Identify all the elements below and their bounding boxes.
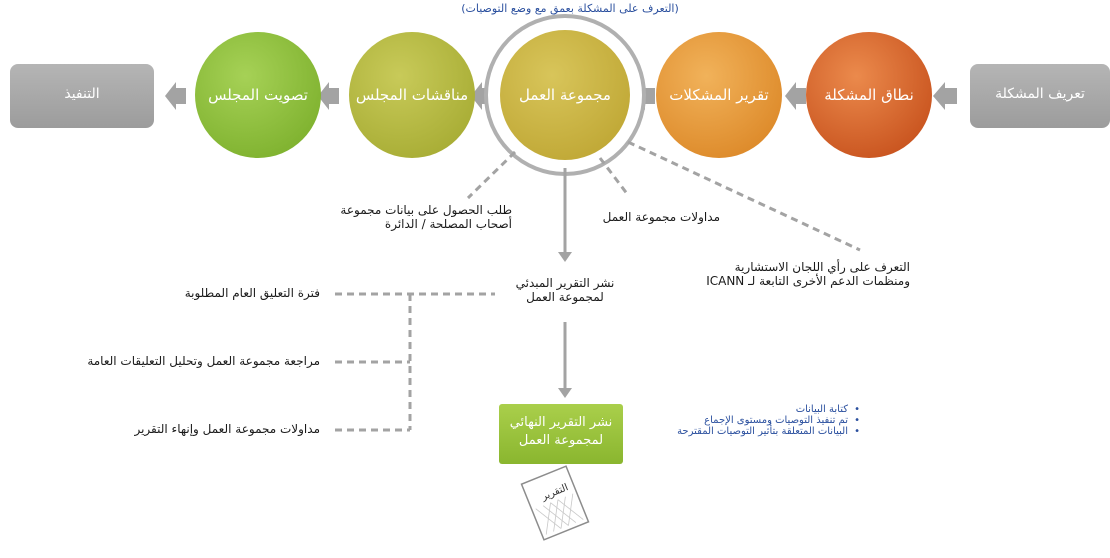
final-report-label: نشر التقرير النهائي لمجموعة العمل — [509, 415, 613, 448]
report-document-icon — [520, 465, 590, 541]
list-item: كتابة البيانات — [650, 404, 860, 415]
wg-review-step: مراجعة مجموعة العمل وتحليل التعليقات الع… — [87, 354, 320, 368]
implementation-box — [10, 64, 154, 128]
list-item: تم تنفيذ التوصيات ومستوى الإجماع — [650, 415, 860, 426]
final-report-box — [499, 404, 623, 464]
arrow-icon — [785, 82, 806, 110]
arrow-down-icon — [558, 252, 572, 262]
connector-wg-deliberations — [598, 157, 630, 196]
stage-issue-report-circle — [656, 32, 782, 158]
arrow-down-icon — [558, 388, 572, 398]
problem-definition-label: تعريف المشكلة — [995, 86, 1085, 102]
ac-so-input: التعرف على رأي اللجان الاستشارية ومنظمات… — [706, 260, 910, 288]
stage-working-group-circle — [500, 30, 630, 160]
final-report-contents: كتابة البيانات تم تنفيذ التوصيات ومستوى … — [650, 404, 860, 437]
initial-report-label: نشر التقرير المبدئي لمجموعة العمل — [515, 276, 615, 304]
stage-scope-label: نطاق المشكلة — [824, 86, 914, 104]
stage-council-vote-circle — [195, 32, 321, 158]
top-note: (التعرف على المشكلة بعمق مع وضع التوصيات… — [461, 2, 679, 15]
stage-issue-report-label: تقرير المشكلات — [669, 86, 769, 104]
arrow-icon — [933, 82, 957, 110]
comment-period-step: فترة التعليق العام المطلوبة — [184, 286, 320, 300]
arrow-icon — [318, 82, 339, 110]
stage-scope-circle — [806, 32, 932, 158]
stage-council-discussion-circle — [349, 32, 475, 158]
wg-finalise-step: مداولات مجموعة العمل وإنهاء التقرير — [134, 422, 320, 436]
connector-stakeholder — [466, 150, 517, 200]
stage-council-vote-label: تصويت المجلس — [208, 86, 308, 104]
arrow-icon — [165, 82, 186, 110]
stage-working-group-label: مجموعة العمل — [519, 86, 611, 104]
list-item: البيانات المتعلقة بتأثير التوصيات المقتر… — [650, 426, 860, 437]
implementation-label: التنفيذ — [64, 86, 100, 102]
stakeholder-data-request: طلب الحصول على بيانات مجموعة أصحاب المصل… — [340, 203, 512, 231]
problem-definition-box — [970, 64, 1110, 128]
connector-ac-input — [627, 140, 861, 252]
stage-council-discussion-label: مناقشات المجلس — [355, 86, 469, 104]
wg-deliberations-input: مداولات مجموعة العمل — [602, 210, 720, 224]
